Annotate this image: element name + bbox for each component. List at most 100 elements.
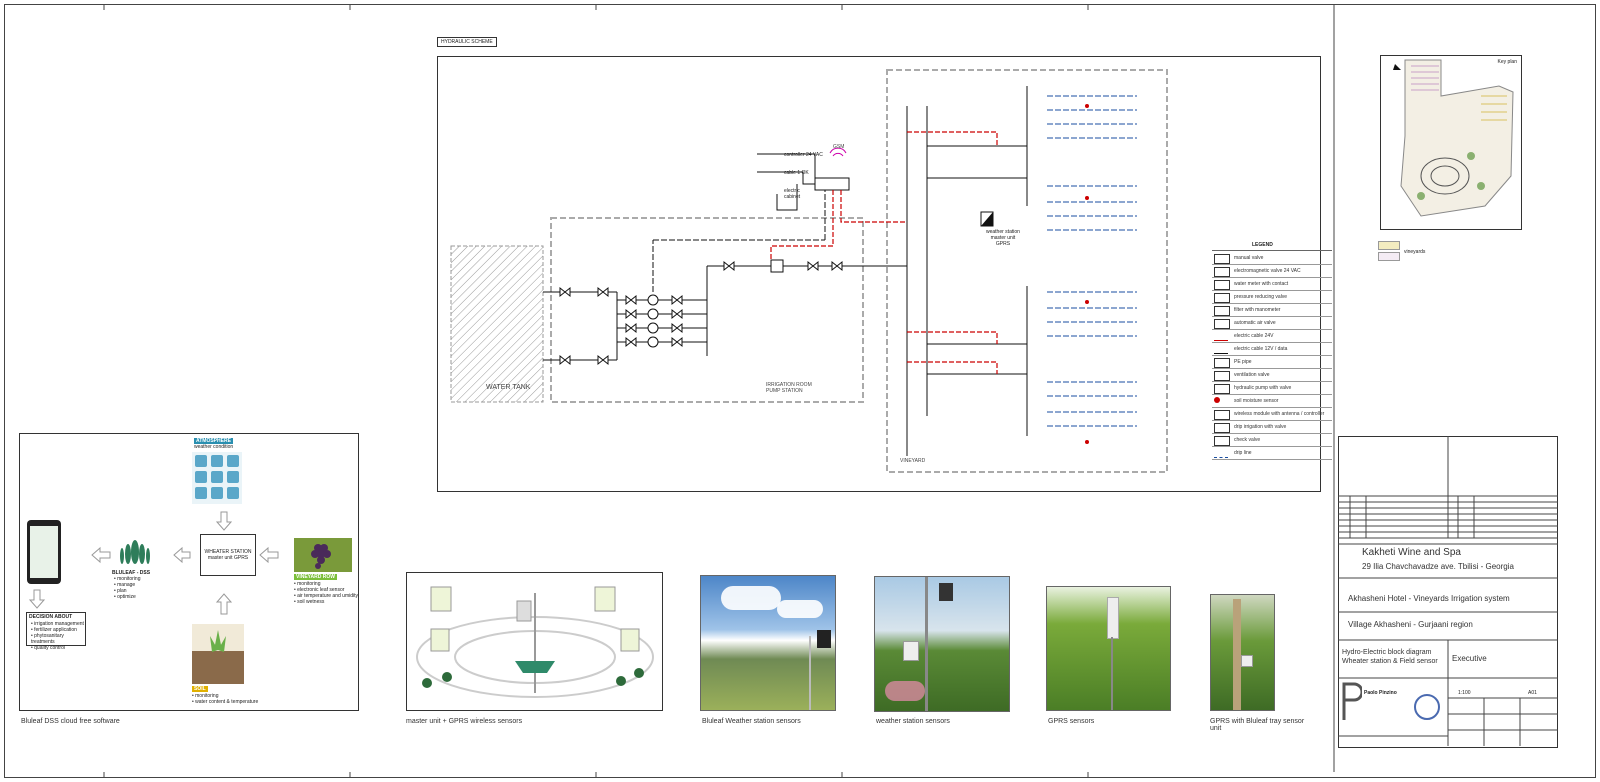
stamp-seal bbox=[1414, 694, 1440, 720]
controller-label-3: electric cabinet bbox=[784, 188, 801, 200]
dripline-icon bbox=[1214, 449, 1228, 458]
firm-name: Paolo Pinzino bbox=[1364, 690, 1397, 696]
subtitle-1: Akhasheni Hotel - Vineyards Irrigation s… bbox=[1348, 594, 1510, 603]
legend-row: wireless module with antenna / controlle… bbox=[1212, 408, 1332, 421]
scale-value: 1:100 bbox=[1458, 690, 1471, 696]
bluleaf-logo bbox=[116, 538, 154, 568]
caption-tray-sensor: GPRS with Bluleaf tray sensor unit bbox=[1210, 718, 1305, 732]
legend-label: wireless module with antenna / controlle… bbox=[1234, 411, 1325, 417]
list-item: • air temperature and umidity bbox=[294, 593, 359, 599]
legend-label: drip line bbox=[1234, 450, 1252, 456]
dss-list: • monitoring• manage• plan• optimize bbox=[114, 576, 140, 600]
list-item: • quality control bbox=[31, 645, 65, 651]
atmosphere-sub: weather condition bbox=[194, 444, 234, 450]
weather-icons-grid bbox=[192, 452, 242, 504]
flow-arrows bbox=[28, 511, 279, 615]
project-address: 29 Ilia Chavchavadze ave. Tbilisi - Geor… bbox=[1362, 562, 1514, 571]
title-block-grid bbox=[1338, 436, 1558, 746]
list-item: • monitoring bbox=[294, 581, 321, 587]
sheet-frame bbox=[4, 4, 1596, 778]
caption-gprs-sensors: GPRS sensors bbox=[1048, 718, 1095, 725]
dss-title: BLULEAF - DSS bbox=[112, 570, 151, 576]
decision-list: • irrigation management• fertilizer appl… bbox=[27, 621, 85, 651]
manual-valve-icon bbox=[1214, 254, 1230, 264]
filter-icon bbox=[1214, 306, 1230, 316]
map-legend-swatch-2 bbox=[1378, 252, 1400, 261]
legend-label: water meter with contact bbox=[1234, 281, 1289, 287]
pressure-valve-icon bbox=[1214, 293, 1230, 303]
list-item: • monitoring bbox=[192, 693, 219, 699]
list-item: • optimize bbox=[114, 594, 136, 600]
legend-row: check valve bbox=[1212, 434, 1332, 447]
legend-row: drip irrigation with valve bbox=[1212, 421, 1332, 434]
legend-label: PE pipe bbox=[1234, 359, 1252, 365]
phase-label: Executive bbox=[1452, 654, 1487, 663]
legend-label: soil moisture sensor bbox=[1234, 398, 1279, 404]
list-item: • phytosanitary treatments bbox=[31, 633, 64, 645]
list-item: • fertilizer application bbox=[31, 627, 77, 633]
weather-station-box: WHEATER STATION master unit GPRS bbox=[200, 534, 256, 576]
pump-icon bbox=[1214, 384, 1230, 394]
legend-row: automatic air valve bbox=[1212, 317, 1332, 330]
legend-row: drip line bbox=[1212, 447, 1332, 460]
soil-list: • monitoring• water content & temperatur… bbox=[192, 693, 258, 705]
location-map: Key plan bbox=[1380, 55, 1522, 230]
legend-row: manual valve bbox=[1212, 252, 1332, 265]
caption-weather-station: Bluleaf Weather station sensors bbox=[702, 718, 801, 725]
drawing-title: Hydro-Electric block diagram Wheater sta… bbox=[1342, 649, 1438, 665]
legend-label: electric cable 24V bbox=[1234, 333, 1274, 339]
legend-row: electric cable 24V bbox=[1212, 330, 1332, 343]
list-item: • soil wetness bbox=[294, 599, 325, 605]
list-item: • water content & temperature bbox=[192, 699, 259, 705]
weather-station-center-label: WHEATER STATION master unit GPRS bbox=[204, 549, 252, 561]
scheme-tag: HYDRAULIC SCHEME bbox=[437, 37, 497, 47]
irrigation-room-label: IRRIGATION ROOM PUMP STATION bbox=[766, 382, 812, 394]
list-item: • plan bbox=[114, 588, 127, 594]
check-valve-icon bbox=[1214, 436, 1230, 446]
grapes-image bbox=[294, 538, 352, 572]
firm-logo-mark bbox=[1342, 682, 1364, 722]
decision-title: DECISION ABOUT bbox=[29, 614, 73, 620]
water-meter-icon bbox=[1214, 280, 1230, 290]
legend-label: ventilation valve bbox=[1234, 372, 1270, 378]
legend-label: automatic air valve bbox=[1234, 320, 1276, 326]
legend-row: water meter with contact bbox=[1212, 278, 1332, 291]
caption-master-unit: master unit + GPRS wireless sensors bbox=[406, 718, 523, 725]
pipe-icon bbox=[1214, 358, 1230, 368]
atmosphere-title: ATMOSPHERE bbox=[194, 438, 233, 444]
legend-row: hydraulic pump with valve bbox=[1212, 382, 1332, 395]
map-legend-text: vineyards bbox=[1404, 249, 1426, 255]
air-valve-icon bbox=[1214, 319, 1230, 329]
legend-row: PE pipe bbox=[1212, 356, 1332, 369]
solenoid-valve-icon bbox=[1214, 267, 1230, 277]
vineyard-row-title: VINEYARD ROW bbox=[294, 574, 337, 580]
photo-tray-sensor bbox=[1210, 594, 1275, 711]
legend-label: drip irrigation with valve bbox=[1234, 424, 1287, 430]
legend-row: pressure reducing valve bbox=[1212, 291, 1332, 304]
project-name: Kakheti Wine and Spa bbox=[1362, 547, 1461, 558]
photo-gprs-sensors bbox=[1046, 586, 1171, 711]
water-tank-label: WATER TANK bbox=[486, 384, 531, 391]
legend-row: ventilation valve bbox=[1212, 369, 1332, 382]
vent-icon bbox=[1214, 371, 1230, 381]
legend-top-rule bbox=[1212, 250, 1332, 251]
subtitle-2: Village Akhasheni - Gurjaani region bbox=[1348, 620, 1473, 629]
list-item: • irrigation management bbox=[31, 621, 84, 627]
drip-icon bbox=[1214, 423, 1230, 433]
legend-row: filter with manometer bbox=[1212, 304, 1332, 317]
sensor-network-graphic bbox=[406, 572, 663, 711]
list-item: • manage bbox=[114, 582, 136, 588]
legend-label: manual valve bbox=[1234, 255, 1264, 261]
controller-label-1: controller 24 VAC bbox=[784, 152, 823, 158]
legend-row: electromagnetic valve 24 VAC bbox=[1212, 265, 1332, 278]
soil-title: SOIL bbox=[192, 686, 208, 692]
hydraulic-diagram-frame bbox=[437, 56, 1321, 492]
list-item: • monitoring bbox=[114, 576, 141, 582]
legend-title: LEGEND bbox=[1252, 242, 1273, 248]
gsm-label: GSM bbox=[833, 144, 845, 150]
photo-weather-sensors bbox=[874, 576, 1010, 712]
legend-label: check valve bbox=[1234, 437, 1261, 443]
controller-label-2: cable 1 OK bbox=[784, 170, 809, 176]
sheet-number: A01 bbox=[1528, 690, 1537, 696]
